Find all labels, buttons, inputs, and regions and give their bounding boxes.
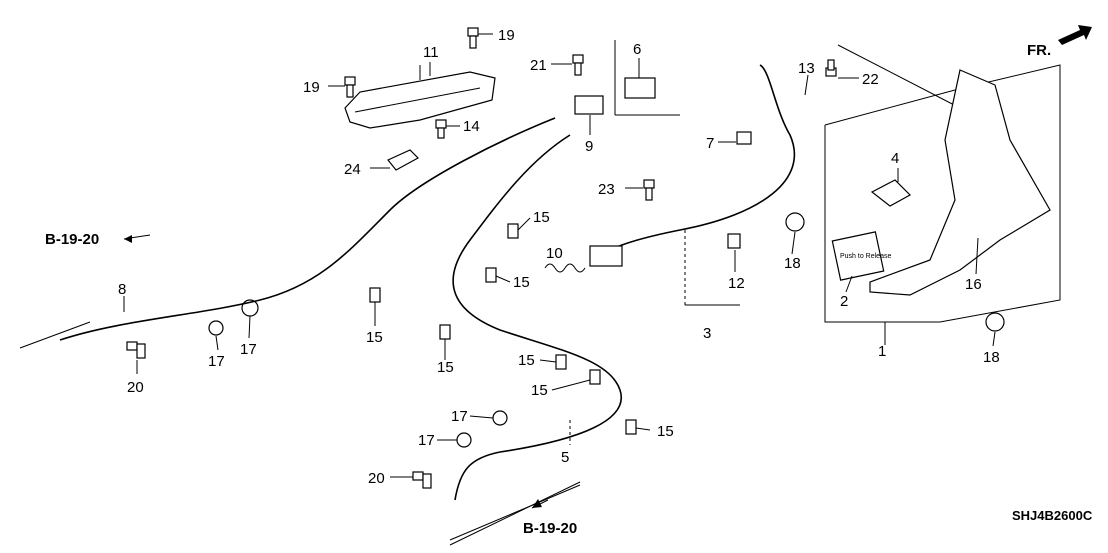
label-23: 23 <box>598 181 615 198</box>
label-3: 3 <box>703 325 711 342</box>
equalizer-part <box>574 40 680 116</box>
label-10: 10 <box>546 245 563 262</box>
label-15d: 15 <box>437 359 454 376</box>
label-1: 1 <box>878 343 886 360</box>
label-13: 13 <box>798 60 815 77</box>
label-19b: 19 <box>303 79 320 96</box>
label-22: 22 <box>862 71 879 88</box>
ref-left-arrow-icon <box>124 235 132 243</box>
ref-bottom-arrow-icon <box>532 499 542 508</box>
front-direction-indicator: FR. <box>1027 25 1092 59</box>
left-rear-cable <box>19 117 556 349</box>
pedal-assembly-box: Push to Release <box>824 44 1061 323</box>
heat-shield-part <box>344 62 496 129</box>
label-7: 7 <box>706 135 714 152</box>
label-15c: 15 <box>366 329 383 346</box>
label-17d: 17 <box>418 432 435 449</box>
label-19a: 19 <box>498 27 515 44</box>
label-18b: 18 <box>983 349 1000 366</box>
front-arrow-icon <box>1058 25 1092 45</box>
label-12: 12 <box>728 275 745 292</box>
spring-part <box>544 263 586 273</box>
label-2: 2 <box>840 293 848 310</box>
label-5: 5 <box>561 449 569 466</box>
label-20b: 20 <box>368 470 385 487</box>
label-15e: 15 <box>518 352 535 369</box>
leader-lines <box>123 33 996 478</box>
section-references: B-19-20 B-19-20 <box>45 231 581 546</box>
label-15b: 15 <box>513 274 530 291</box>
label-4: 4 <box>891 150 899 167</box>
ref-bottom: B-19-20 <box>523 520 577 537</box>
bracket-part <box>387 149 419 171</box>
label-16: 16 <box>965 276 982 293</box>
label-9: 9 <box>585 138 593 155</box>
label-15f: 15 <box>531 382 548 399</box>
label-17a: 17 <box>208 353 225 370</box>
label-17c: 17 <box>451 408 468 425</box>
label-21: 21 <box>530 57 547 74</box>
right-rear-cable <box>449 134 623 541</box>
label-17b: 17 <box>240 341 257 358</box>
label-15a: 15 <box>533 209 550 226</box>
label-24: 24 <box>344 161 361 178</box>
ref-left: B-19-20 <box>45 231 99 248</box>
label-8: 8 <box>118 281 126 298</box>
diagram-code: SHJ4B2600C <box>1012 508 1093 523</box>
dashed-callouts <box>569 230 740 445</box>
label-11: 11 <box>423 44 439 61</box>
front-cable <box>589 64 796 267</box>
label-18a: 18 <box>784 255 801 272</box>
label-20a: 20 <box>127 379 144 396</box>
label-14: 14 <box>463 118 480 135</box>
pedal-pad-text: Push to Release <box>840 253 891 260</box>
front-label: FR. <box>1027 42 1051 59</box>
part-number-labels: 1 2 3 4 5 6 7 8 9 10 11 12 13 14 15 15 1… <box>118 27 1000 487</box>
label-15g: 15 <box>657 423 674 440</box>
label-6: 6 <box>633 41 641 58</box>
